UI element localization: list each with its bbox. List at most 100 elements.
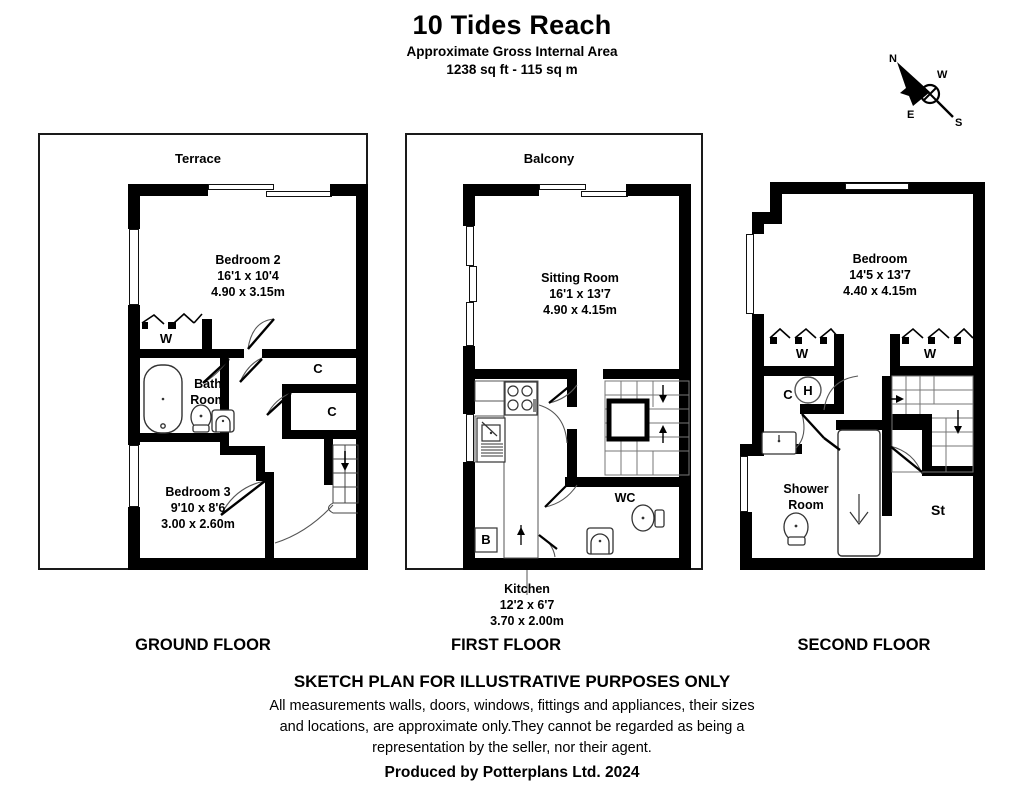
wall-wardrobe-bottom bbox=[138, 349, 244, 358]
stairwell-void bbox=[606, 398, 650, 442]
wall-bedroom3-right bbox=[265, 472, 274, 570]
wardrobe-door-stub-2 bbox=[168, 322, 176, 329]
kitchen-metric: 3.70 x 2.00m bbox=[490, 614, 564, 628]
footer-line-2: and locations, are approximate only.They… bbox=[279, 719, 745, 736]
bedroom2-metric: 4.90 x 3.15m bbox=[211, 285, 285, 299]
sitting-room-imperial: 16'1 x 13'7 bbox=[549, 287, 611, 301]
wall-kitchen-right-upper bbox=[567, 369, 577, 407]
shower-room-line1: Shower bbox=[783, 482, 829, 496]
bathroom-name-line2: Room bbox=[190, 393, 226, 407]
wall-f2-bottom bbox=[740, 558, 985, 570]
wall-f1-left-lower bbox=[463, 462, 475, 570]
wardrobe-stub-r3 bbox=[954, 337, 961, 344]
bedroom-f2-name: Bedroom bbox=[852, 252, 908, 266]
wall-stairs-left bbox=[324, 439, 333, 485]
wall-hall-top bbox=[262, 349, 358, 358]
wc-label: WC bbox=[614, 491, 636, 505]
balcony-label: Balcony bbox=[523, 151, 575, 166]
f2-window-left-lower bbox=[740, 456, 748, 512]
patio-door-panel-1 bbox=[208, 184, 274, 190]
wall-cupboard-f2-bottom bbox=[800, 404, 844, 414]
ground-floor-caption: GROUND FLOOR bbox=[135, 636, 271, 654]
first-floor-plan: Balcony bbox=[405, 133, 703, 595]
wall-wardrobe-right-bottom bbox=[890, 366, 973, 376]
f1-window-mid bbox=[469, 266, 477, 302]
wc-basin-icon bbox=[586, 527, 614, 555]
wardrobe-bifold-lines bbox=[141, 312, 203, 325]
hob-icon bbox=[504, 381, 538, 416]
door-leaves bbox=[202, 318, 292, 516]
wall-left-mid bbox=[128, 305, 140, 381]
kitchen-name: Kitchen bbox=[504, 582, 550, 596]
wall-f2-step-vert-b bbox=[752, 212, 764, 234]
wall-top-left bbox=[128, 184, 208, 196]
compass-rose: N W E S bbox=[875, 48, 975, 140]
stairs-icon bbox=[328, 444, 359, 514]
wc-toilet-icon bbox=[631, 504, 665, 532]
f1-window-kitchen bbox=[466, 414, 474, 462]
f1-patio-door-panel-1 bbox=[539, 184, 586, 190]
wall-wardrobe-left-right bbox=[834, 334, 844, 374]
stairs-icon bbox=[604, 380, 690, 476]
basin-icon bbox=[211, 409, 235, 433]
ground-floor-fixtures bbox=[141, 312, 359, 544]
wall-stairs-f2-left bbox=[882, 376, 892, 426]
stairs-icon bbox=[891, 375, 974, 473]
f2-window-top bbox=[845, 183, 909, 190]
first-floor-caption: FIRST FLOOR bbox=[451, 636, 561, 654]
second-floor-fixtures bbox=[761, 327, 974, 557]
wardrobe-tag-right: W bbox=[923, 346, 937, 361]
basin-icon bbox=[761, 431, 797, 455]
bath-icon bbox=[143, 364, 183, 434]
sitting-room-name: Sitting Room bbox=[541, 271, 619, 285]
wall-wardrobe-right bbox=[202, 319, 212, 351]
compass-east-label: E bbox=[907, 109, 914, 121]
wall-f2-step-vert-a bbox=[770, 182, 782, 212]
wardrobe-stub-l1 bbox=[770, 337, 777, 344]
door-leaves bbox=[801, 413, 923, 473]
wall-f2-left-mid bbox=[752, 314, 764, 454]
bedroom3-imperial: 9'10 x 8'6 bbox=[170, 501, 226, 515]
door-swing-arcs bbox=[538, 384, 578, 558]
wall-bedroom3-partition-a bbox=[220, 433, 229, 455]
bedroom3-metric: 3.00 x 2.60m bbox=[161, 517, 235, 531]
stairs-arrows bbox=[882, 395, 962, 434]
hot-water-circle bbox=[794, 376, 822, 404]
wardrobe-tag-left: W bbox=[795, 346, 809, 361]
wall-cupboard-f2-right bbox=[834, 376, 844, 409]
wardrobe-stub-r2 bbox=[928, 337, 935, 344]
wall-f1-top-right bbox=[626, 184, 691, 196]
wall-stairs-f2-bottom bbox=[882, 414, 932, 424]
shower-room-line2: Room bbox=[788, 498, 824, 512]
wall-kitchen-top bbox=[475, 369, 577, 379]
f1-window-lower bbox=[466, 302, 474, 346]
boiler-box bbox=[474, 527, 498, 553]
wall-cupboard1-bottom bbox=[282, 384, 358, 393]
wall-store-right bbox=[922, 414, 932, 474]
wall-bathroom-right-upper bbox=[220, 358, 229, 385]
wall-f2-left-lower bbox=[740, 512, 752, 570]
boiler-tag: B bbox=[481, 532, 491, 547]
wardrobe-stub-l2 bbox=[795, 337, 802, 344]
wall-bedroom3-partition-b bbox=[229, 446, 265, 455]
wall-f1-top-left bbox=[463, 184, 539, 196]
wall-bottom bbox=[128, 558, 368, 570]
store-tag: St bbox=[931, 502, 945, 518]
wall-left-lower-a bbox=[128, 381, 140, 445]
wall-wc-top bbox=[565, 477, 691, 487]
compass-icon: N W E S bbox=[889, 53, 962, 129]
compass-south-label: S bbox=[955, 117, 962, 129]
gross-area-label: Approximate Gross Internal Area bbox=[406, 44, 618, 59]
bedroom2-imperial: 16'1 x 10'4 bbox=[217, 269, 279, 283]
wall-cupboard2-left bbox=[282, 384, 291, 438]
wardrobe-tag-ground: W bbox=[159, 331, 173, 346]
wall-cupboard2-bottom bbox=[282, 430, 358, 439]
wall-store-top bbox=[882, 420, 926, 430]
footer-line-3: representation by the seller, nor their … bbox=[372, 740, 652, 757]
window-bedroom3 bbox=[129, 445, 139, 507]
door-leaves bbox=[538, 384, 572, 550]
wall-right bbox=[356, 184, 368, 570]
footer-disclaimer: SKETCH PLAN FOR ILLUSTRATIVE PURPOSES ON… bbox=[0, 672, 1024, 782]
footer-producer: Produced by Potterplans Ltd. 2024 bbox=[384, 764, 640, 782]
